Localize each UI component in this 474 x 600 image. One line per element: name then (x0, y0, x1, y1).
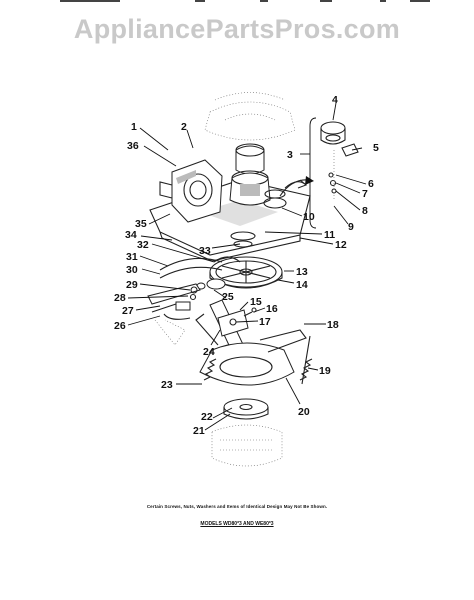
callout-20: 20 (298, 406, 310, 418)
pump-assembly (159, 159, 223, 223)
callout-36: 36 (127, 140, 139, 152)
center-clutch-stack (229, 143, 271, 206)
callout-35: 35 (135, 218, 147, 230)
models-caption: MODELS WD80*3 AND WE80*3 (200, 521, 274, 527)
callout-2: 2 (181, 121, 187, 133)
callout-14: 14 (296, 279, 308, 291)
brake-arm (147, 283, 201, 346)
tub-hub-ghost (204, 92, 296, 141)
callout-24: 24 (203, 346, 215, 358)
callout-1: 1 (131, 121, 137, 133)
motor-base (195, 313, 307, 420)
callout-22: 22 (201, 411, 213, 423)
callout-19: 19 (319, 365, 331, 377)
callout-7: 7 (362, 188, 368, 200)
drive-pulley (209, 256, 283, 289)
motor-ghost (211, 424, 283, 467)
callout-6: 6 (368, 178, 374, 190)
callout-12: 12 (335, 239, 347, 251)
callout-8: 8 (362, 205, 368, 217)
callout-10: 10 (303, 211, 315, 223)
callout-9: 9 (348, 221, 354, 233)
top-cut-line (60, 0, 440, 4)
leader-lines (127, 102, 367, 431)
header-band: AppliancePartsPros.com (0, 0, 474, 60)
footnote: Certain Screws, Nuts, Washers and Items … (146, 504, 328, 509)
callout-17: 17 (259, 316, 271, 328)
callout-28: 28 (114, 292, 126, 304)
callout-25: 25 (222, 291, 234, 303)
callout-11: 11 (324, 229, 335, 241)
callout-30: 30 (126, 264, 138, 276)
springs (203, 335, 313, 385)
callout-3: 3 (287, 149, 293, 161)
callout-16: 16 (266, 303, 278, 315)
callout-18: 18 (327, 319, 339, 331)
callout-29: 29 (126, 279, 138, 291)
rotation-arrowhead (305, 176, 314, 185)
inset-bracket (300, 117, 359, 229)
callout-34: 34 (125, 229, 137, 241)
callout-23: 23 (161, 379, 173, 391)
idler-belt (159, 257, 226, 290)
callout-21: 21 (193, 425, 205, 437)
callout-4: 4 (332, 94, 338, 106)
callout-33: 33 (199, 245, 211, 257)
callout-31: 31 (126, 251, 138, 263)
callout-32: 32 (137, 239, 149, 251)
callout-26: 26 (114, 320, 126, 332)
callout-27: 27 (122, 305, 134, 317)
watermark: AppliancePartsPros.com (73, 14, 401, 44)
callout-labels: 1 2 3 4 5 6 7 8 9 10 11 12 13 14 15 16 1… (114, 94, 379, 437)
callout-13: 13 (296, 266, 308, 278)
callout-15: 15 (250, 296, 262, 308)
callout-5: 5 (373, 142, 379, 154)
